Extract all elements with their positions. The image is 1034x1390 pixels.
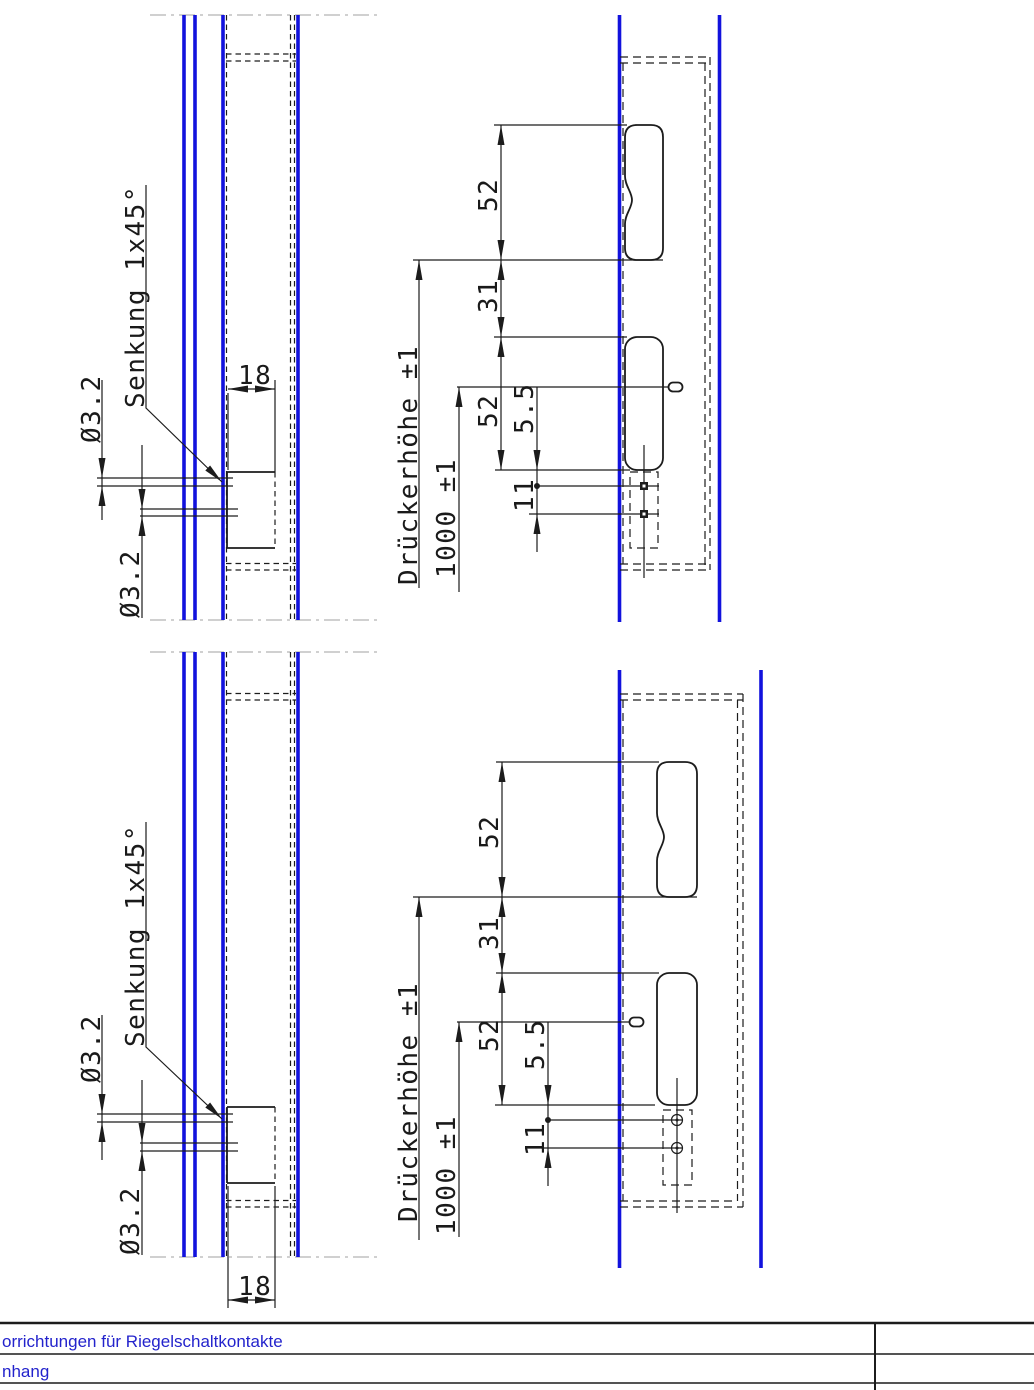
dimension-drueckerhoehe: Drückerhöhe ±1 [394, 897, 424, 1240]
dim-text-55: 5.5 [510, 383, 540, 434]
door-leaf-outline [620, 56, 711, 571]
dimension-1000: 1000 ±1 [432, 1022, 463, 1237]
dimension-1000: 1000 ±1 [432, 387, 463, 592]
handle-plate-upper [656, 761, 698, 898]
arrowhead [138, 489, 146, 509]
drill-jig-pocket [226, 471, 276, 549]
drill-jig-pocket [226, 1106, 276, 1184]
cylinder-keyhole [667, 381, 684, 393]
arrowhead [544, 1085, 552, 1105]
arrowhead [255, 1296, 275, 1304]
dimension-chain: 52 31 52 [475, 762, 506, 1105]
title-row-1: orrichtungen für Riegelschaltkontakte [2, 1332, 283, 1351]
dimension-dia32-a: Ø3.2 [77, 374, 107, 520]
handle-plate-upper [624, 124, 664, 261]
dim-dot [545, 1117, 551, 1123]
arrowhead [497, 260, 505, 280]
senkung-text: Senkung 1x45° [121, 824, 151, 1047]
dimension-18: 18 [227, 1186, 276, 1308]
dimension-55-11: 5.5 11 [510, 383, 541, 552]
dim-text-drueckerhoehe: Drückerhöhe ±1 [394, 345, 424, 585]
arrowhead [455, 387, 463, 407]
dimension-55-11: 5.5 11 [521, 1019, 552, 1186]
dim-text-52: 52 [474, 178, 504, 212]
arrowhead [205, 465, 222, 482]
dim-text-18: 18 [238, 361, 272, 391]
dimension-chain: 52 31 52 [474, 125, 505, 470]
cylinder-keyhole [628, 1016, 645, 1028]
dim-text-52: 52 [475, 1018, 505, 1052]
dim-text-dia: Ø3.2 [116, 549, 146, 618]
section-view-bottom: 18 Ø3.2 Ø3.2 Senkung 1x45° [77, 651, 378, 1308]
drill-hole-lines [97, 477, 238, 517]
dimension-dia32-b: Ø3.2 [116, 1080, 146, 1255]
arrowhead [497, 240, 505, 260]
dim-text-31: 31 [475, 916, 505, 950]
arrowhead [498, 762, 506, 782]
arrowhead [497, 450, 505, 470]
door-leaf-outline [620, 693, 744, 1208]
switch-contact-box [629, 471, 659, 549]
dim-text-11: 11 [510, 478, 540, 512]
arrowhead [415, 260, 423, 280]
arrowhead [138, 1123, 146, 1143]
arrowhead [498, 877, 506, 897]
dim-text-18: 18 [238, 1272, 272, 1302]
arrowhead [498, 1085, 506, 1105]
dimension-dia32-b: Ø3.2 [116, 445, 146, 618]
arrowhead [497, 337, 505, 357]
screw-hole-marker [670, 1113, 684, 1155]
dim-text-55: 5.5 [521, 1019, 551, 1070]
arrowhead [205, 1102, 222, 1119]
arrowhead [498, 897, 506, 917]
senkung-label: Senkung 1x45° [121, 185, 223, 483]
senkung-label: Senkung 1x45° [121, 822, 223, 1120]
senkung-text: Senkung 1x45° [121, 185, 151, 408]
dim-text-dia: Ø3.2 [77, 1014, 107, 1083]
dim-text-dia: Ø3.2 [77, 374, 107, 443]
dim-text-11: 11 [521, 1122, 551, 1156]
leader-line [145, 822, 223, 1120]
dimension-drueckerhoehe: Drückerhöhe ±1 [394, 260, 424, 588]
dim-text-52: 52 [474, 394, 504, 428]
screw-hole-marker [640, 482, 648, 518]
dim-dot [534, 483, 540, 489]
dimension-18: 18 [227, 361, 276, 472]
dim-text-dia: Ø3.2 [116, 1186, 146, 1255]
arrowhead [228, 385, 248, 393]
arrowhead [455, 1022, 463, 1042]
arrowhead [138, 516, 146, 536]
title-row-2: nhang [2, 1362, 49, 1381]
switch-contact-box [662, 1109, 693, 1186]
arrowhead [497, 125, 505, 145]
arrowhead [98, 458, 106, 478]
dimension-dia32-a: Ø3.2 [77, 1014, 107, 1160]
dim-text-1000: 1000 ±1 [432, 458, 462, 578]
arrowhead [255, 385, 275, 393]
arrowhead [415, 897, 423, 917]
dim-text-52: 52 [475, 815, 505, 849]
elevation-view-top: 52 31 52 5.5 11 Drückerhöhe ±1 1000 ±1 [394, 15, 722, 622]
arrowhead [498, 973, 506, 993]
arrowhead [533, 450, 541, 470]
dim-text-31: 31 [474, 279, 504, 313]
section-view-top: 18 Ø3.2 Ø3.2 Senkung 1x45° [77, 14, 378, 621]
dim-text-drueckerhoehe: Drückerhöhe ±1 [394, 982, 424, 1222]
arrowhead [98, 1094, 106, 1114]
elevation-view-bottom: 52 31 52 5.5 11 Drückerhöhe ±1 1000 ±1 [394, 670, 763, 1268]
arrowhead [98, 486, 106, 506]
arrowhead [533, 514, 541, 534]
dim-text-1000: 1000 ±1 [432, 1115, 462, 1235]
arrowhead [138, 1151, 146, 1171]
drill-hole-lines [97, 1113, 238, 1152]
arrowhead [498, 953, 506, 973]
leader-line [145, 185, 223, 483]
arrowhead [98, 1122, 106, 1142]
arrowhead [544, 1148, 552, 1168]
arrowhead [228, 1296, 248, 1304]
arrowhead [497, 317, 505, 337]
title-block: orrichtungen für Riegelschaltkontakte nh… [0, 1321, 1034, 1390]
